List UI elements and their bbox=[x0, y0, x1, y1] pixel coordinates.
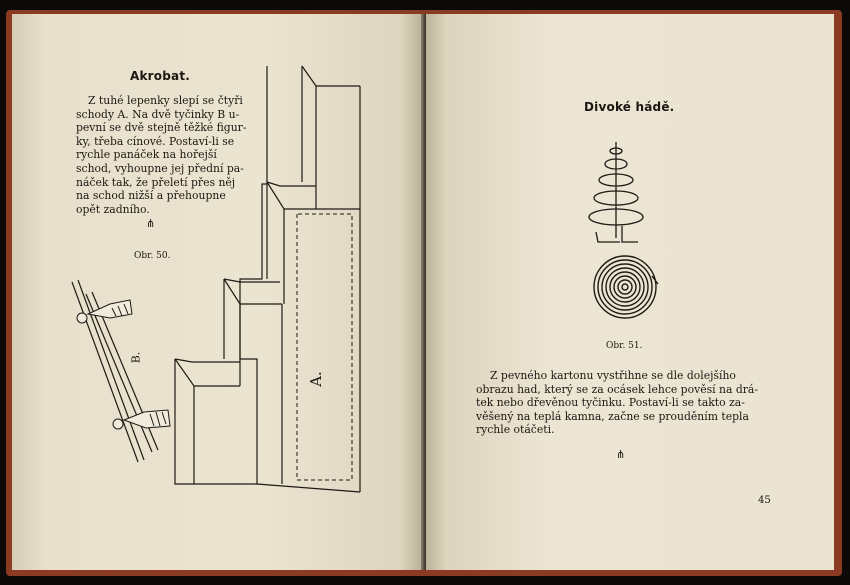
paragraph-line: obrazu had, který se za ocásek lehce pov… bbox=[476, 382, 758, 396]
paragraph-line: Z tuhé lepenky slepí se čtyři bbox=[88, 94, 243, 107]
flat-spiral-icon bbox=[593, 255, 659, 319]
left-page-paragraph: Z tuhé lepenky slepí se čtyři schody A. … bbox=[76, 94, 254, 216]
figure-label-stairs: A. bbox=[306, 371, 325, 387]
paragraph-line: pevní se dvě stejně těžké figur- bbox=[76, 121, 247, 135]
paragraph-line: Z pevného kartonu vystřihne se dle dolej… bbox=[490, 369, 736, 382]
paragraph-line: ky, třeba cínové. Postaví-li se bbox=[76, 134, 235, 148]
right-page-title: Divoké hádě. bbox=[584, 100, 675, 114]
left-page-title: Akrobat. bbox=[130, 69, 191, 83]
page-number: 45 bbox=[758, 495, 771, 506]
right-page-paragraph: Z pevného kartonu vystřihne se dle dolej… bbox=[476, 369, 786, 437]
ornament-icon: ⋔ bbox=[146, 217, 156, 230]
acrobat-stairs-figure bbox=[71, 65, 361, 493]
paragraph-line: tek nebo dřevěnou tyčinku. Postaví-li se… bbox=[476, 396, 745, 410]
paragraph-line: věšený na teplá kamna, začne se proudění… bbox=[476, 409, 749, 423]
paragraph-line: rychle panáček na hořejší bbox=[76, 148, 217, 162]
figure-caption: Obr. 51. bbox=[606, 341, 643, 351]
spiral-snake-figure bbox=[588, 142, 659, 319]
figure-label-sticks: B. bbox=[129, 351, 143, 364]
book-gutter bbox=[421, 14, 430, 570]
paragraph-line: schody A. Na dvě tyčinky B u- bbox=[76, 107, 240, 121]
paragraph-line: na schod nižší a přehoupne bbox=[76, 189, 226, 203]
left-page: Akrobat. Z tuhé lepenky slepí se čtyři s… bbox=[12, 14, 425, 570]
paragraph-line: schod, vyhoupne jej přední pa- bbox=[76, 161, 244, 175]
right-page: Divoké hádě. Obr. 51. bbox=[426, 14, 834, 570]
figure-caption: Obr. 50. bbox=[134, 251, 171, 261]
paragraph-line: rychle otáčeti. bbox=[476, 423, 555, 437]
paragraph-line: opět zadního. bbox=[76, 202, 150, 216]
paragraph-line: náček tak, že přeletí přes něj bbox=[76, 175, 236, 189]
ornament-icon: ⋔ bbox=[616, 448, 626, 461]
